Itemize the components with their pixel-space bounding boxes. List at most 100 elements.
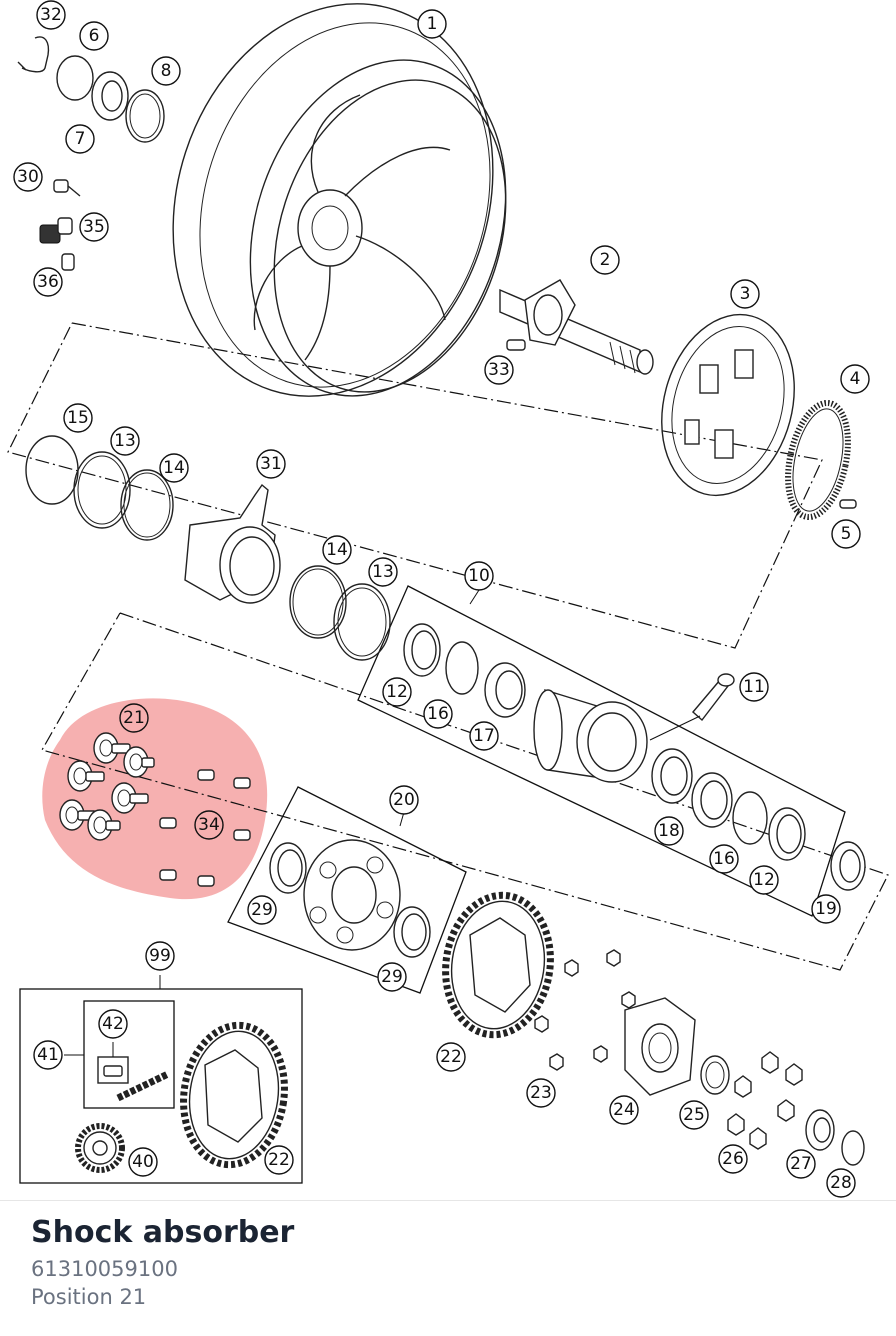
svg-text:12: 12	[386, 682, 408, 702]
seal-ring-13a[interactable]	[73, 451, 131, 529]
circlip-16b[interactable]	[732, 791, 768, 845]
callout-7[interactable]: 7	[65, 124, 95, 154]
callout-30[interactable]: 30	[13, 162, 43, 192]
chain-41[interactable]	[116, 1070, 170, 1102]
callout-3[interactable]: 3	[730, 279, 760, 309]
svg-text:40: 40	[132, 1152, 154, 1172]
callout-35[interactable]: 35	[79, 212, 109, 242]
ring-8[interactable]	[125, 89, 165, 143]
abs-ring-4[interactable]	[779, 397, 858, 522]
brake-disc-3[interactable]	[642, 300, 813, 511]
svg-text:17: 17	[473, 726, 495, 746]
svg-text:22: 22	[440, 1047, 462, 1067]
svg-text:5: 5	[841, 524, 852, 544]
callout-99[interactable]: 99	[145, 941, 175, 971]
svg-text:34: 34	[198, 815, 220, 835]
callout-2[interactable]: 2	[590, 245, 620, 275]
o-ring-14a[interactable]	[120, 469, 174, 541]
washer-25[interactable]	[700, 1055, 730, 1095]
seal-12a[interactable]	[403, 623, 441, 677]
callout-16b[interactable]: 16	[709, 844, 739, 874]
callout-26[interactable]: 26	[718, 1144, 748, 1174]
nuts-26[interactable]	[727, 1051, 803, 1150]
svg-text:13: 13	[114, 431, 136, 451]
callout-31[interactable]: 31	[256, 449, 286, 479]
shock-absorber-21[interactable]	[59, 732, 155, 841]
callout-34[interactable]: 34	[194, 810, 224, 840]
rear-sprocket-22a[interactable]	[437, 888, 559, 1041]
rear-wheel-rim[interactable]	[124, 0, 547, 438]
rear-sprocket-22b[interactable]	[175, 1019, 294, 1172]
callout-8[interactable]: 8	[151, 56, 181, 86]
callout-14a[interactable]: 14	[159, 453, 189, 483]
callout-21[interactable]: 21	[119, 703, 149, 733]
bearing-7[interactable]	[91, 71, 129, 121]
bearing-18[interactable]	[651, 748, 693, 804]
callout-24[interactable]: 24	[609, 1095, 639, 1125]
bolt-11[interactable]	[649, 673, 735, 741]
callout-5[interactable]: 5	[831, 519, 861, 549]
callout-13b[interactable]: 13	[368, 557, 398, 587]
seal-29a[interactable]	[269, 842, 307, 894]
svg-text:41: 41	[37, 1045, 59, 1065]
bolts-34[interactable]	[159, 769, 251, 887]
circlip-16a[interactable]	[445, 641, 479, 695]
callout-17[interactable]: 17	[469, 721, 499, 751]
wire-clip[interactable]	[17, 36, 50, 73]
callout-20[interactable]: 20	[389, 785, 419, 815]
svg-text:11: 11	[743, 677, 765, 697]
callout-29a[interactable]: 29	[247, 895, 277, 925]
callout-15[interactable]: 15	[63, 403, 93, 433]
axle-2[interactable]	[499, 279, 654, 375]
screw-33[interactable]	[506, 339, 526, 351]
callout-27[interactable]: 27	[786, 1149, 816, 1179]
seal-29b[interactable]	[393, 906, 431, 958]
callout-22b[interactable]: 22	[264, 1145, 294, 1175]
svg-text:8: 8	[161, 61, 172, 81]
sensor-30[interactable]	[53, 179, 81, 197]
hub-sleeve[interactable]	[533, 689, 648, 783]
circlip-28[interactable]	[841, 1130, 865, 1166]
box-carrier-20	[227, 786, 467, 994]
connector-35[interactable]	[39, 217, 73, 244]
caliper-bracket-31[interactable]	[184, 483, 281, 604]
callout-22a[interactable]: 22	[436, 1042, 466, 1072]
sprocket-carrier-20[interactable]	[303, 839, 401, 951]
chain-link-42[interactable]	[97, 1042, 129, 1084]
callout-29b[interactable]: 29	[377, 962, 407, 992]
callout-11[interactable]: 11	[739, 672, 769, 702]
callout-28[interactable]: 28	[826, 1168, 856, 1198]
spacer-19[interactable]	[830, 841, 866, 891]
callout-36[interactable]: 36	[33, 267, 63, 297]
callout-14b[interactable]: 14	[322, 535, 352, 565]
nuts-23[interactable]	[534, 949, 636, 1071]
callout-13a[interactable]: 13	[110, 426, 140, 456]
callout-10[interactable]: 10	[464, 561, 494, 591]
bearing-18b[interactable]	[691, 772, 733, 828]
callout-19[interactable]: 19	[811, 894, 841, 924]
callout-18[interactable]: 18	[654, 816, 684, 846]
callout-4[interactable]: 4	[840, 364, 870, 394]
callout-12a[interactable]: 12	[382, 677, 412, 707]
callout-33[interactable]: 33	[484, 355, 514, 385]
seal-12b[interactable]	[768, 807, 806, 861]
callout-16a[interactable]: 16	[423, 699, 453, 729]
callout-6[interactable]: 6	[79, 21, 109, 51]
screw-5[interactable]	[839, 499, 857, 509]
seal-ring-13b[interactable]	[333, 583, 391, 661]
callout-42[interactable]: 42	[98, 1009, 128, 1039]
bearing-17[interactable]	[484, 662, 526, 718]
callout-23[interactable]: 23	[526, 1078, 556, 1108]
front-sprocket-40[interactable]	[75, 1123, 125, 1173]
callout-40[interactable]: 40	[128, 1147, 158, 1177]
callout-25[interactable]: 25	[679, 1100, 709, 1130]
callout-41[interactable]: 41	[33, 1040, 63, 1070]
spacer-36[interactable]	[61, 253, 75, 271]
nut-27[interactable]	[805, 1109, 835, 1151]
circlip-6[interactable]	[56, 55, 94, 101]
callout-32[interactable]: 32	[36, 0, 66, 30]
callout-12b[interactable]: 12	[749, 865, 779, 895]
callout-1[interactable]: 1	[417, 9, 447, 39]
circlip-15[interactable]	[25, 435, 79, 505]
hub-flange-24[interactable]	[624, 997, 696, 1096]
